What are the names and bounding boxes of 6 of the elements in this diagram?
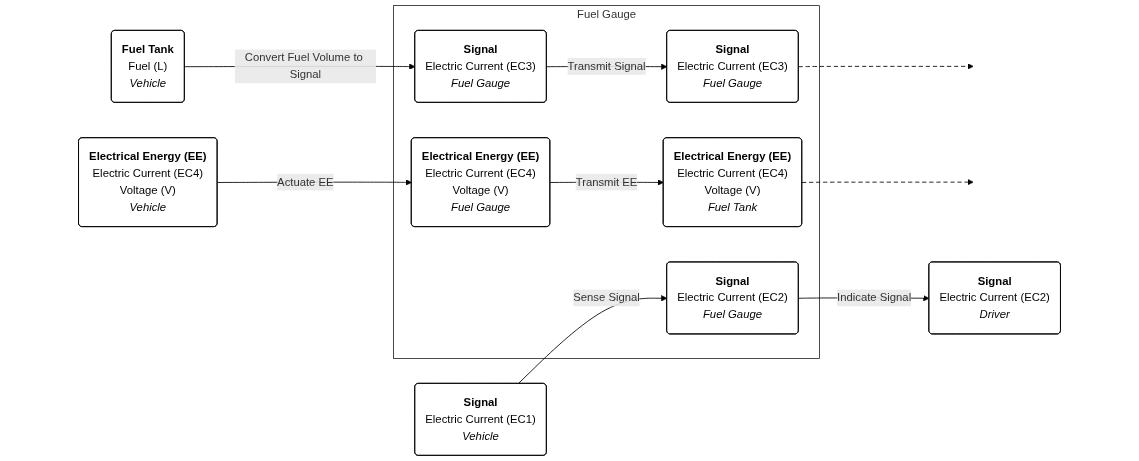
edge-label: Transmit EE xyxy=(575,175,638,188)
edge-label: Actuate EE xyxy=(277,175,334,188)
edge-label: Transmit Signal xyxy=(567,60,646,73)
edge-label: Sense Signal xyxy=(573,291,640,304)
edge-label: Convert Fuel Volume to Signal xyxy=(244,51,363,81)
edge-label: Indicate Signal xyxy=(837,291,912,304)
